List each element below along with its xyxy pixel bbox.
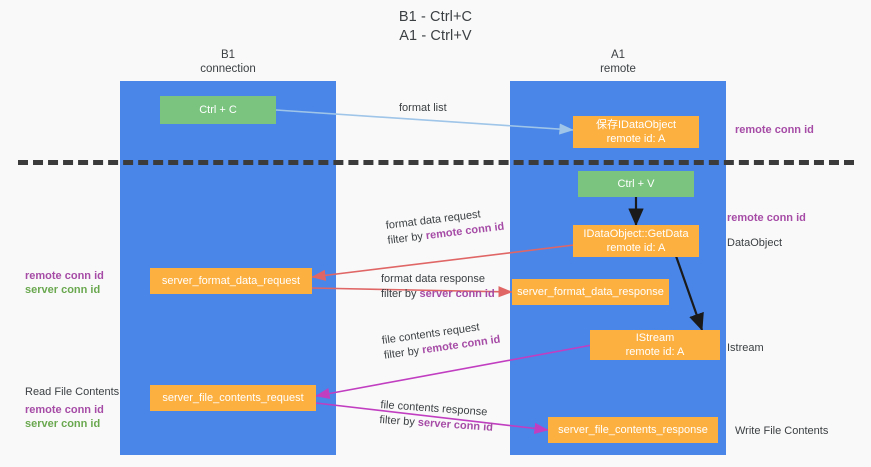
side-label-left-remote-conn-id-bottom: remote conn id	[25, 404, 104, 416]
node-ctrl-c-label: Ctrl + C	[199, 104, 237, 116]
node-idataobject-getdata[interactable]: IDataObject::GetData remote id: A	[573, 225, 699, 257]
column-header-a1: A1 remote	[510, 48, 726, 76]
edge-label-format-data-response-group: format data response filter by server co…	[381, 272, 495, 302]
node-server-file-contents-request[interactable]: server_file_contents_request	[150, 385, 316, 411]
edge-label-format-list: format list	[399, 102, 447, 114]
node-server-format-data-response-label: server_format_data_response	[517, 286, 664, 298]
node-ctrl-v-label: Ctrl + V	[617, 178, 655, 190]
key-server-conn-id: server conn id	[419, 288, 495, 300]
page-title-line2: A1 - Ctrl+V	[399, 28, 472, 44]
node-idataobject-getdata-line2: remote id: A	[606, 242, 666, 254]
edge-label-format-data-response: format data response	[381, 273, 485, 285]
column-header-b1: B1 connection	[120, 48, 336, 76]
column-header-b1-role: connection	[200, 63, 256, 75]
key-server-conn-id-2: server conn id	[417, 416, 494, 434]
side-label-remote-conn-id-top: remote conn id	[735, 124, 814, 136]
side-label-left-server-conn-id-bottom: server conn id	[25, 418, 101, 430]
side-label-left-remote-conn-id-mid: remote conn id	[25, 270, 104, 282]
node-ctrl-v[interactable]: Ctrl + V	[578, 171, 694, 197]
edge-label-format-data-request-group: format data request filter by remote con…	[385, 205, 505, 249]
node-save-idataobject[interactable]: 保存IDataObject remote id: A	[573, 116, 699, 148]
side-label-remote-conn-id-mid: remote conn id	[727, 212, 806, 224]
node-ctrl-c[interactable]: Ctrl + C	[160, 96, 276, 124]
column-header-a1-role: remote	[600, 63, 636, 75]
node-server-format-data-request[interactable]: server_format_data_request	[150, 268, 312, 294]
edge-label-file-contents-response-group: file contents response filter by server …	[379, 398, 495, 436]
side-label-dataobject: DataObject	[727, 237, 783, 249]
node-save-idataobject-line2: remote id: A	[606, 133, 666, 145]
ctrl-c-ctrl-v-divider	[18, 160, 854, 165]
node-server-file-contents-response-label: server_file_contents_response	[558, 424, 708, 436]
node-server-file-contents-response[interactable]: server_file_contents_response	[548, 417, 718, 443]
node-save-idataobject-line1: 保存IDataObject	[595, 119, 677, 131]
node-idataobject-getdata-line1: IDataObject::GetData	[583, 228, 689, 240]
node-server-format-data-request-label: server_format_data_request	[161, 275, 301, 287]
edge-label-format-data-response-filter: filter by server conn id	[381, 288, 495, 300]
node-server-format-data-response[interactable]: server_format_data_response	[512, 279, 669, 305]
node-istream-line1: IStream	[635, 332, 675, 344]
node-istream[interactable]: IStream remote id: A	[590, 330, 720, 360]
page-title-line1: B1 - Ctrl+C	[398, 9, 473, 25]
side-label-istream: Istream	[727, 342, 764, 354]
edge-label-file-contents-request-group: file contents request filter by remote c…	[381, 318, 501, 364]
side-label-write-file-contents: Write File Contents	[735, 425, 829, 437]
node-istream-line2: remote id: A	[625, 346, 685, 358]
side-label-read-file-contents: Read File Contents	[25, 386, 120, 398]
side-label-left-server-conn-id-mid: server conn id	[25, 284, 101, 296]
column-header-b1-name: B1	[220, 49, 236, 61]
page-title: B1 - Ctrl+C A1 - Ctrl+V	[0, 8, 871, 46]
node-server-file-contents-request-label: server_file_contents_request	[162, 392, 304, 404]
column-header-a1-name: A1	[610, 49, 626, 61]
